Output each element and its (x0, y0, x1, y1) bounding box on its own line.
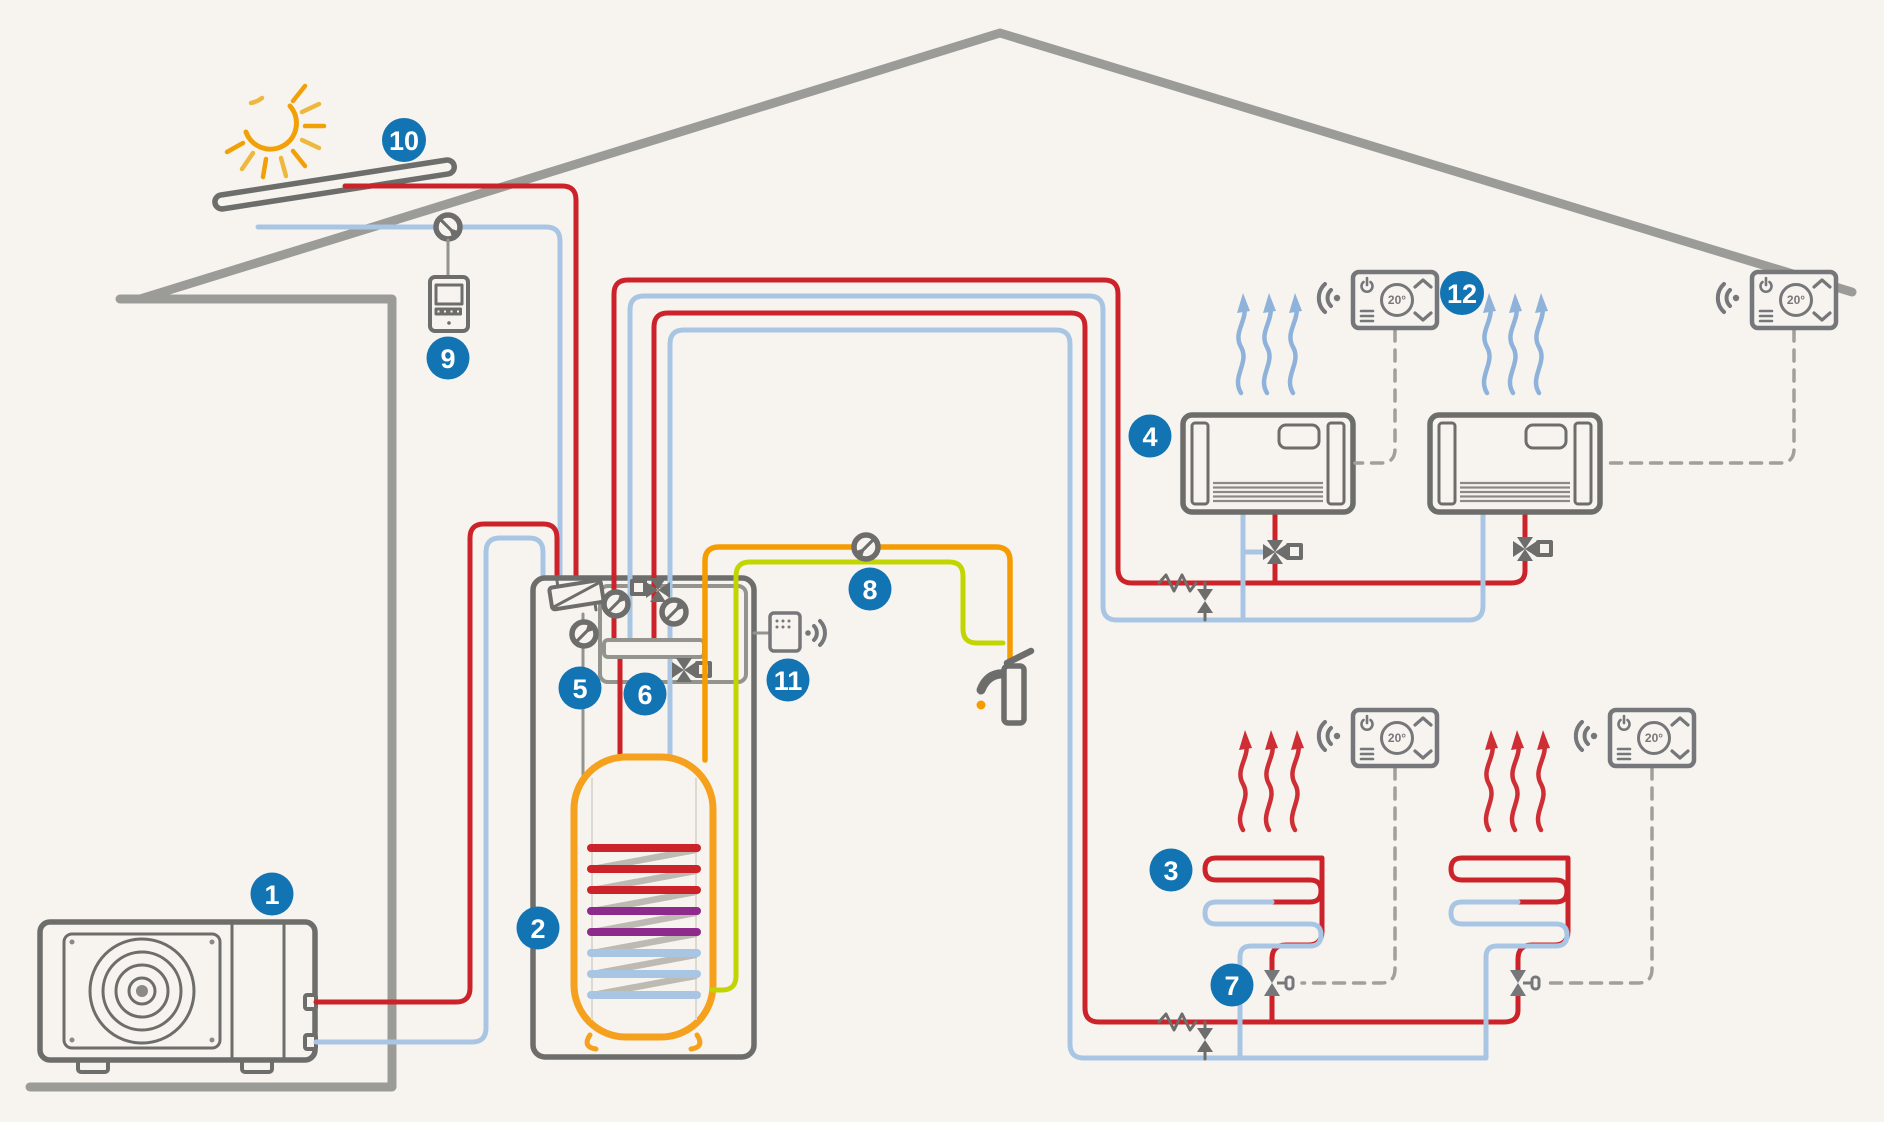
svg-text:9: 9 (440, 344, 455, 374)
valve-actuator (1286, 543, 1303, 560)
faucet-icon (976, 647, 1035, 726)
callout-12-thermostat: 12 (1440, 271, 1484, 315)
fan-coil-1-return (1240, 509, 1266, 623)
svg-text:3: 3 (1163, 856, 1178, 886)
solar-loading-pump-icon (572, 621, 597, 646)
solar-return-pipe (255, 224, 563, 593)
fan-coil-supply-pipe (611, 277, 1528, 643)
fan-coil-return-pipe (627, 293, 1486, 643)
cold-water-pipe (709, 559, 1006, 993)
hydraulic-components (572, 578, 712, 682)
solar-controller (428, 275, 470, 333)
callout-2-tank: 2 (516, 906, 560, 950)
hydraulic-panel (598, 584, 748, 684)
svg-text:5: 5 (572, 674, 587, 704)
callout-5-heat-exchanger: 5 (558, 666, 602, 710)
wireless-module (768, 611, 827, 653)
callout-6-hydraulic-unit: 6 (623, 672, 667, 716)
heat-pump-outdoor-unit (37, 919, 318, 1074)
svg-text:6: 6 (637, 680, 652, 710)
solar-pump-icon (436, 215, 461, 240)
wall-and-ground-line (25, 294, 397, 1092)
dhw-circulation-pump-icon (853, 535, 878, 560)
fan-coil-unit-2 (1430, 415, 1600, 512)
callout-10-solar-collector: 10 (382, 118, 426, 162)
callout-8-dhw: 8 (848, 567, 892, 611)
heat-exchanger (547, 578, 606, 612)
solar-collector (212, 157, 457, 212)
sun-icon (224, 83, 327, 180)
tank-coil (587, 844, 701, 999)
callout-3-floor-heating: 3 (1149, 848, 1193, 892)
floor-heating-zone (1157, 730, 1571, 1061)
svg-text:12: 12 (1447, 279, 1477, 309)
callout-4-fan-coil: 4 (1128, 414, 1172, 458)
manifold (602, 638, 706, 659)
signal-waves-icon (805, 619, 827, 647)
water-drop-icon (976, 700, 986, 710)
callouts: 1 2 3 4 5 6 7 8 (250, 118, 1484, 1007)
room-thermostats: 20° 20° 20° 20° (1316, 272, 1836, 766)
heat-pump-supply-pipe (313, 521, 560, 1005)
svg-text:1: 1 (264, 880, 279, 910)
floor-heating-return-pipe (667, 327, 1489, 1061)
roof-line (135, 28, 1857, 304)
floor-loop-1-return (1202, 899, 1324, 1061)
solar-supply-pipe (342, 183, 579, 593)
callout-11-wireless-module: 11 (766, 658, 810, 702)
thermostat-display-temp: 20° (1388, 293, 1406, 307)
valve-actuator (630, 579, 647, 596)
valve-actuator (1536, 540, 1553, 557)
thermostat-display-temp: 20° (1645, 731, 1663, 745)
fan-icon (88, 937, 196, 1045)
callout-9-controller: 9 (426, 336, 470, 380)
house-outline (25, 28, 1857, 1092)
thermostat-display-temp: 20° (1787, 293, 1805, 307)
heat-pump-return-pipe (313, 535, 546, 1045)
thermostat-display-temp: 20° (1388, 731, 1406, 745)
svg-text:11: 11 (774, 666, 803, 696)
floor-heating-supply-pipe (651, 310, 1521, 1025)
thermostat-wires (1300, 328, 1796, 985)
fan-panel (62, 932, 222, 1050)
svg-text:2: 2 (530, 914, 545, 944)
callout-1-heat-pump: 1 (250, 872, 294, 916)
heating-pump-icon (604, 591, 629, 616)
svg-text:10: 10 (389, 126, 419, 156)
svg-text:8: 8 (862, 575, 877, 605)
svg-text:4: 4 (1142, 422, 1157, 452)
fan-coil-zone (1157, 293, 1600, 623)
heating-pump-icon (662, 599, 687, 624)
floor-loop-2-return (1448, 899, 1570, 1061)
svg-text:7: 7 (1224, 971, 1239, 1001)
solar-circuit-pipes (255, 183, 579, 593)
callout-7-zone-valve: 7 (1210, 963, 1254, 1007)
dhw-tank (570, 753, 717, 1052)
fan-coil-unit-1 (1183, 415, 1353, 512)
